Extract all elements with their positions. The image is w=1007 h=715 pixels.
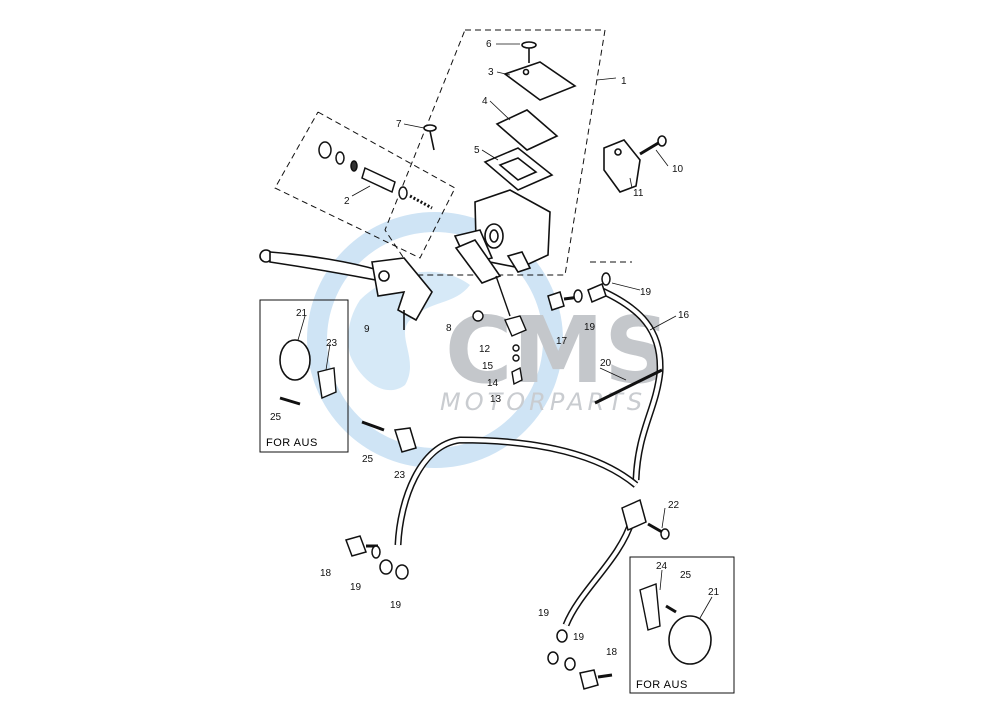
callout-18-left: 18 bbox=[320, 568, 332, 579]
callout-19-c: 19 bbox=[350, 582, 362, 593]
inset-left-frame bbox=[259, 299, 349, 453]
left-hose bbox=[394, 436, 639, 546]
callout-1: 1 bbox=[621, 76, 627, 87]
callout-11: 11 bbox=[633, 188, 644, 199]
inset-right: FOR AUS bbox=[629, 556, 735, 694]
callout-8: 8 bbox=[446, 323, 452, 334]
callout-19-f: 19 bbox=[573, 632, 585, 643]
callout-16: 16 bbox=[678, 310, 690, 321]
callout-14: 14 bbox=[487, 378, 499, 389]
callouts: 1 2 3 4 5 6 7 8 9 10 11 12 13 14 15 16 1… bbox=[270, 39, 720, 658]
callout-19-a: 19 bbox=[640, 287, 652, 298]
callout-3: 3 bbox=[488, 67, 494, 78]
master-cylinder-assembly bbox=[423, 41, 667, 284]
callout-23-mid: 23 bbox=[394, 470, 406, 481]
inset-right-label: FOR AUS bbox=[636, 679, 688, 691]
callout-13: 13 bbox=[490, 394, 502, 405]
clamp bbox=[603, 139, 641, 193]
mirror-icon-right bbox=[668, 615, 712, 665]
inset-left: FOR AUS bbox=[259, 299, 349, 453]
callout-15: 15 bbox=[482, 361, 494, 372]
globe-icon bbox=[307, 212, 563, 468]
cap-screw bbox=[521, 41, 537, 63]
callout-23-left: 23 bbox=[326, 338, 338, 349]
callout-18-right: 18 bbox=[606, 647, 618, 658]
mirror-icon bbox=[279, 339, 311, 381]
callout-25-left: 25 bbox=[270, 412, 282, 423]
piston-kit-group-outline bbox=[274, 111, 456, 259]
inset-left-label: FOR AUS bbox=[266, 437, 318, 449]
brake-switch bbox=[472, 275, 527, 386]
callout-19-e: 19 bbox=[538, 608, 550, 619]
callout-10: 10 bbox=[672, 164, 684, 175]
callout-24: 24 bbox=[656, 561, 668, 572]
callout-12: 12 bbox=[479, 344, 491, 355]
fittings bbox=[345, 272, 670, 690]
callout-9: 9 bbox=[364, 324, 370, 335]
callout-7: 7 bbox=[396, 119, 402, 130]
callout-22: 22 bbox=[668, 500, 680, 511]
diaphragm bbox=[483, 147, 554, 191]
reservoir-cap bbox=[503, 61, 577, 101]
watermark-tagline: MOTORPARTS bbox=[440, 388, 646, 416]
callout-6: 6 bbox=[486, 39, 492, 50]
callout-19-b: 19 bbox=[584, 322, 596, 333]
piston-kit bbox=[318, 141, 433, 210]
globe-continents bbox=[348, 271, 470, 391]
callout-20: 20 bbox=[600, 358, 612, 369]
callout-2: 2 bbox=[344, 196, 350, 207]
callout-17: 17 bbox=[556, 336, 568, 347]
callout-21-right: 21 bbox=[708, 587, 720, 598]
leader-lines bbox=[297, 43, 713, 619]
callout-5: 5 bbox=[474, 145, 480, 156]
callout-21-left: 21 bbox=[296, 308, 308, 319]
callout-25-mid: 25 bbox=[362, 454, 374, 465]
callout-4: 4 bbox=[482, 96, 488, 107]
cap-plate bbox=[495, 109, 559, 151]
brake-lever bbox=[259, 249, 433, 330]
callout-19-d: 19 bbox=[390, 600, 402, 611]
inset-right-frame bbox=[629, 556, 735, 694]
callout-25-right: 25 bbox=[680, 570, 692, 581]
